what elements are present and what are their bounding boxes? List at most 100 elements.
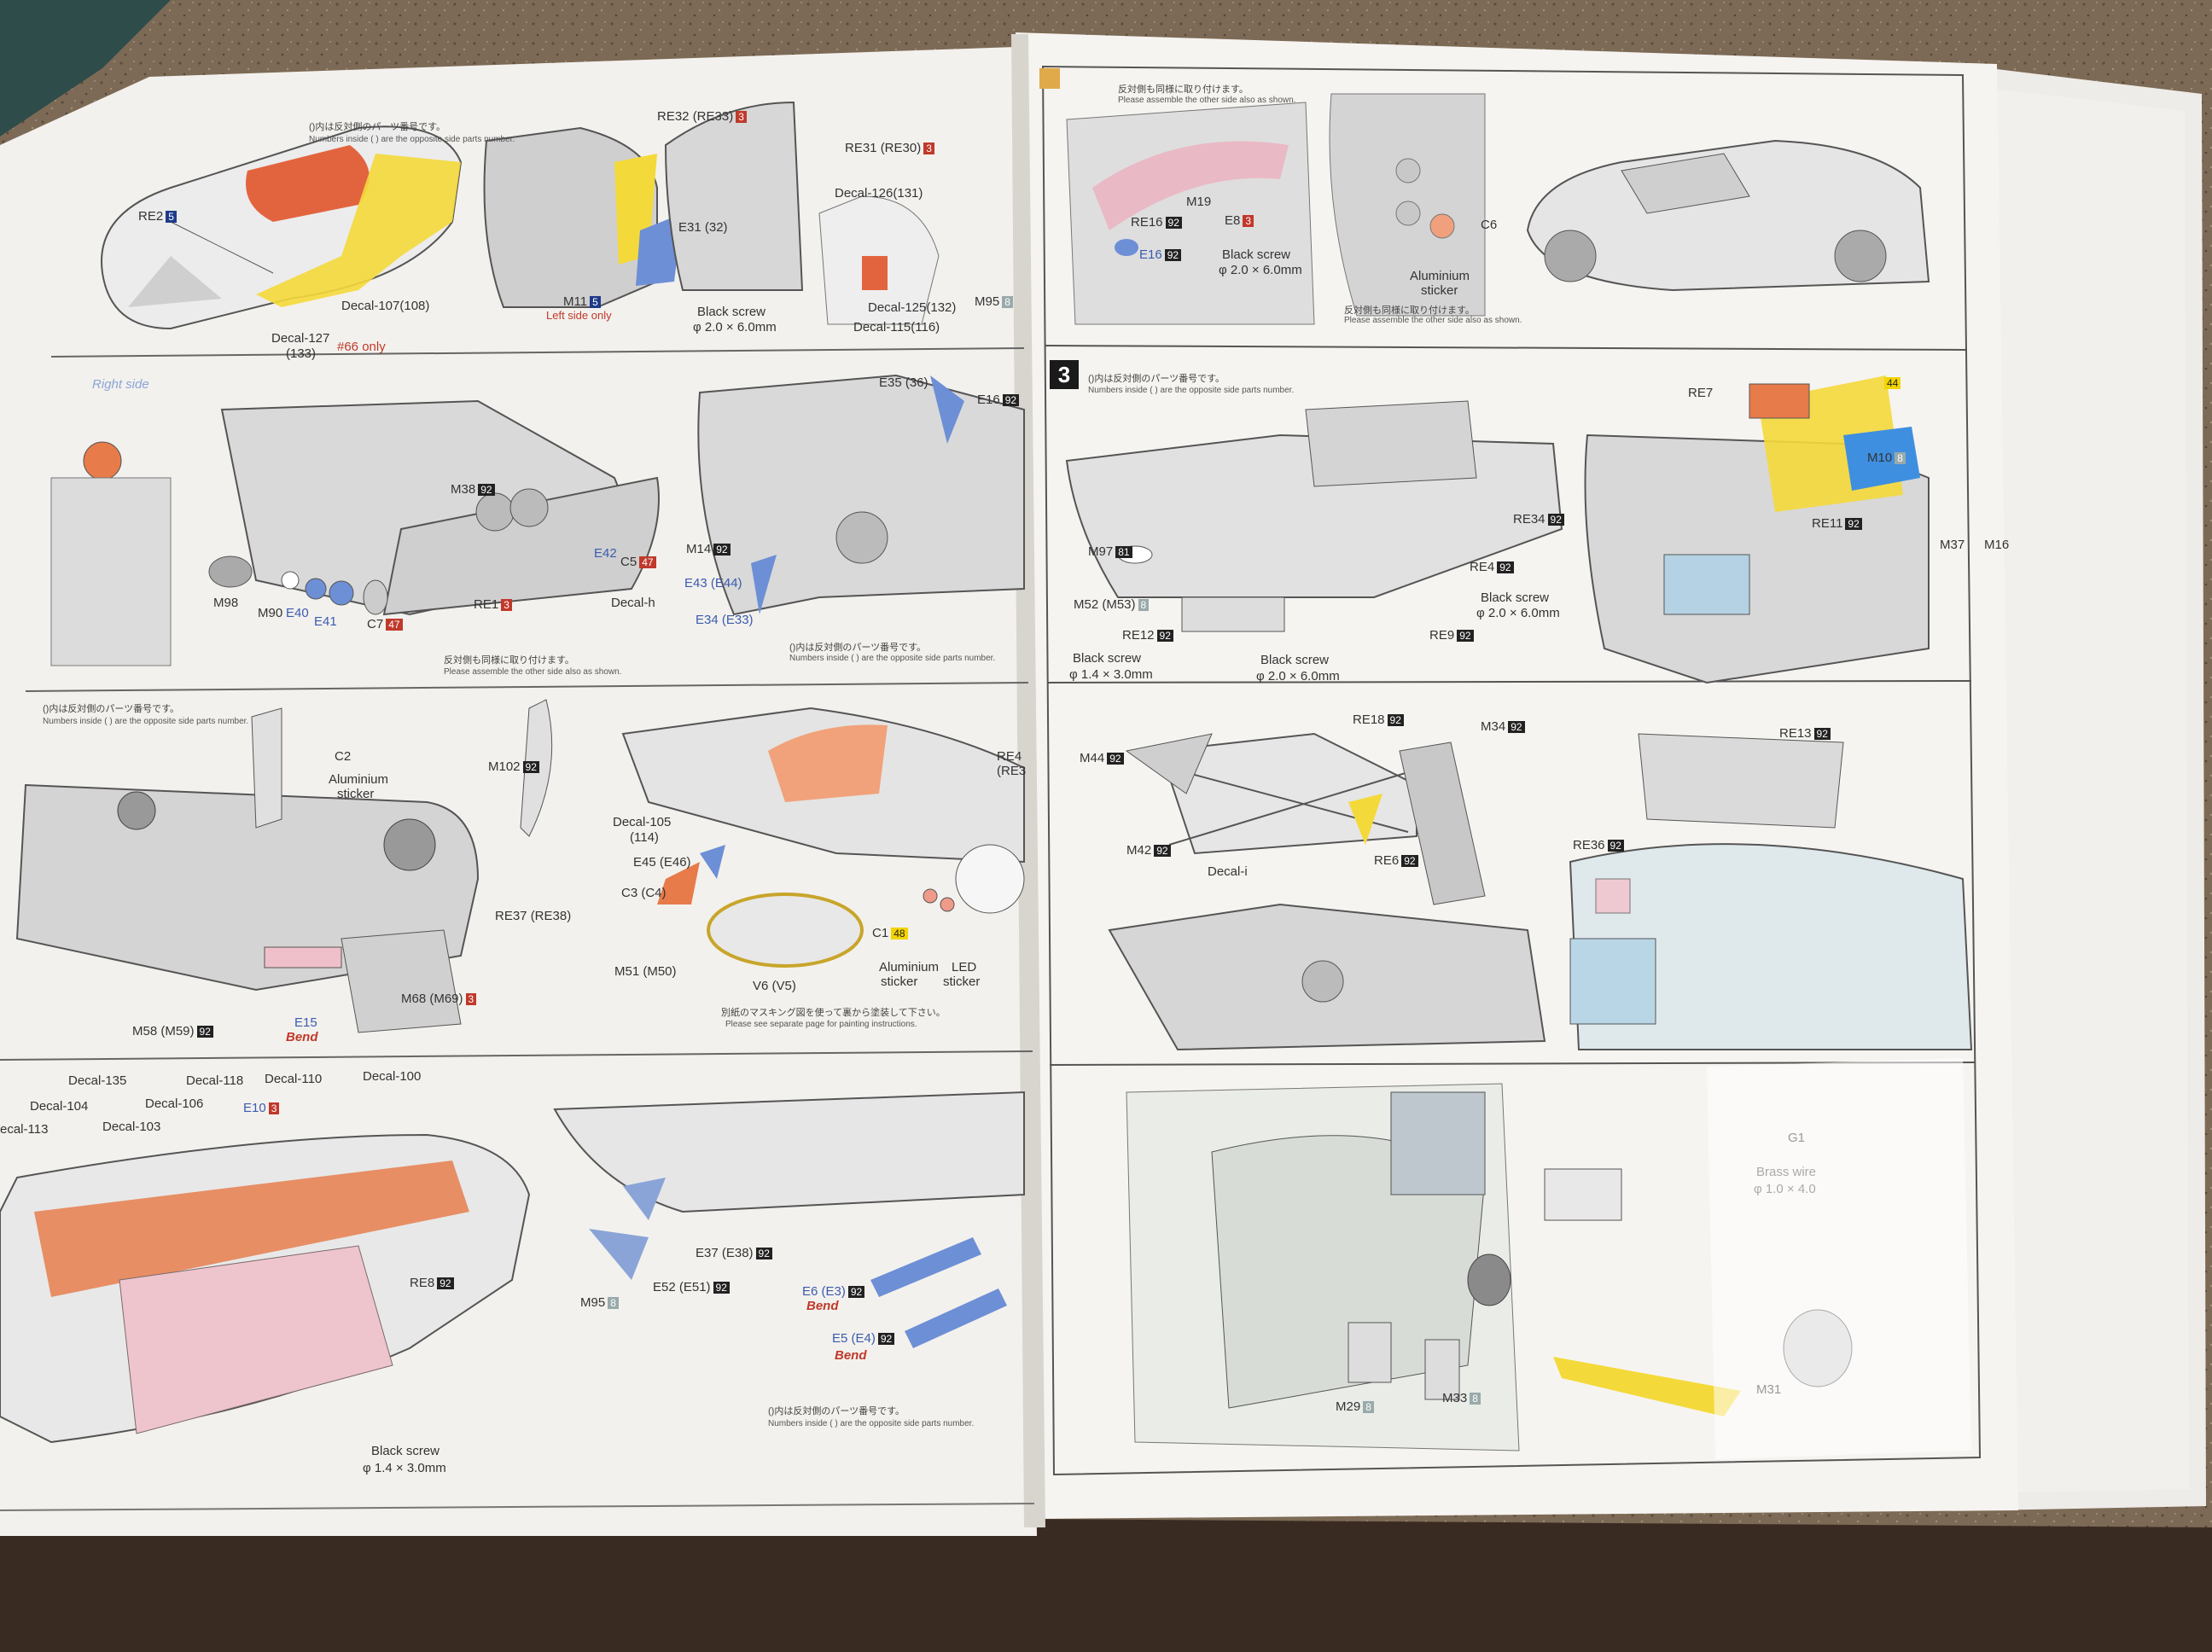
front-bumper-diagram (50, 399, 660, 666)
mask-jp: 別紙のマスキング図を使って裏から塗装して下さい。 (721, 1008, 946, 1018)
part-decal125: Decal-125(132) (868, 300, 957, 315)
part-g1: G1 (1788, 1131, 1806, 1145)
screw-size-2: φ 1.4 × 3.0mm (363, 1461, 446, 1475)
note-en-4: Numbers inside ( ) are the opposite side… (768, 1419, 975, 1428)
screw-size-3: φ 2.0 × 6.0mm (1219, 263, 1302, 277)
aluminium-label: Aluminium (329, 772, 389, 787)
rear-fender-diagram (1039, 68, 1486, 325)
r-note-jp: 反対側も同様に取り付けます。 (1118, 84, 1249, 95)
bend-label-2: Bend (806, 1299, 839, 1313)
black-screw-label-4: Black screw (1481, 590, 1550, 605)
part-re37: RE37 (RE38) (495, 909, 572, 923)
note-jp: ()内は反対側のパーツ番号です。 (309, 122, 446, 132)
brass-wire-label: Brass wire (1756, 1165, 1817, 1179)
part-decal135: Decal-135 (68, 1073, 127, 1088)
part-decal105: Decal-105 (613, 815, 672, 829)
part-re32: RE32 (RE33)3 (657, 109, 747, 124)
sticker-label-4: sticker (1421, 283, 1458, 298)
part-decal104: Decal-104 (30, 1099, 89, 1114)
side-body-diagram (697, 374, 1025, 616)
part-decal118: Decal-118 (186, 1073, 244, 1088)
brass-size: φ 1.0 × 4.0 (1754, 1182, 1816, 1196)
part-e41: E41 (314, 614, 337, 629)
label-44: 44 (1882, 375, 1901, 390)
part-m16: M16 (1984, 538, 2010, 552)
engine-bay-diagram (1584, 375, 1930, 684)
note-en-2: Please assemble the other side also as s… (444, 667, 622, 677)
part-114: (114) (630, 830, 659, 845)
step-number: 3 (1050, 360, 1079, 389)
note-en-3: Numbers inside ( ) are the opposite side… (43, 717, 249, 726)
sticker-label-3: sticker (943, 974, 981, 989)
part-e42: E42 (594, 546, 617, 561)
black-screw-label: Black screw (697, 305, 766, 319)
back-sheet-2 (1963, 85, 2189, 1493)
part-m52: M52 (M53)8 (1074, 597, 1150, 612)
part-e5: E5 (E4)92 (832, 1331, 895, 1346)
led-label: LED (952, 960, 977, 974)
part-decal127: Decal-127 (271, 331, 330, 346)
left-side-only: Left side only (546, 309, 612, 322)
photo-glare (1707, 1058, 1971, 1459)
note-jp-2: 反対側も同様に取り付けます。 (444, 655, 574, 666)
part-m90: M90 (258, 606, 283, 620)
screw-size-4: φ 2.0 × 6.0mm (1476, 606, 1560, 620)
r-note-jp-2: ()内は反対側のパーツ番号です。 (1088, 374, 1225, 384)
part-re3: (RE3 (997, 764, 1027, 778)
note2-jp: ()内は反対側のパーツ番号です。 (789, 643, 927, 653)
part-m37: M37 (1940, 538, 1965, 552)
bend-label-3: Bend (835, 1348, 867, 1363)
rear-wing-diagram (553, 1091, 1025, 1348)
part-66-only: #66 only (337, 340, 386, 354)
note2-en: Numbers inside ( ) are the opposite side… (789, 654, 996, 663)
part-decal115: Decal-115(116) (853, 320, 940, 334)
part-decalh: Decal-h (611, 596, 655, 610)
part-e43: E43 (E44) (684, 576, 742, 590)
part-decal-i: Decal-i (1208, 864, 1248, 879)
note-jp-4: ()内は反対側のパーツ番号です。 (768, 1406, 905, 1416)
mask-en: Please see separate page for painting in… (725, 1020, 917, 1029)
part-e34: E34 (E33) (696, 613, 754, 627)
part-v6: V6 (V5) (753, 979, 796, 993)
part-c2: C2 (335, 749, 352, 764)
part-e6: E6 (E3)92 (802, 1284, 865, 1299)
part-133: (133) (286, 346, 317, 361)
rear-panel-diagram (1569, 733, 1973, 1050)
part-m68: M68 (M69)3 (401, 992, 477, 1006)
part-decal107: Decal-107(108) (341, 299, 430, 313)
part-decal126: Decal-126(131) (835, 186, 923, 201)
part-m98: M98 (213, 596, 239, 610)
part-e37: E37 (E38)92 (696, 1246, 772, 1260)
part-m19: M19 (1186, 195, 1212, 209)
screw-size-5: φ 1.4 × 3.0mm (1069, 667, 1153, 682)
note-jp-3: ()内は反対側のパーツ番号です。 (43, 704, 180, 714)
aluminium-label-3: Aluminium (1410, 269, 1470, 283)
part-e45: E45 (E46) (633, 855, 691, 870)
part-e35: E35 (36) (879, 375, 928, 390)
part-m31: M31 (1756, 1382, 1782, 1397)
r-note-en-2: Numbers inside ( ) are the opposite side… (1088, 386, 1295, 395)
sticker-label: sticker (337, 787, 375, 801)
headlight-diagram (621, 707, 1025, 968)
black-screw-label-3: Black screw (1222, 247, 1291, 262)
chassis-floor-diagram (1065, 400, 1563, 632)
part-e15: E15 (294, 1015, 317, 1030)
